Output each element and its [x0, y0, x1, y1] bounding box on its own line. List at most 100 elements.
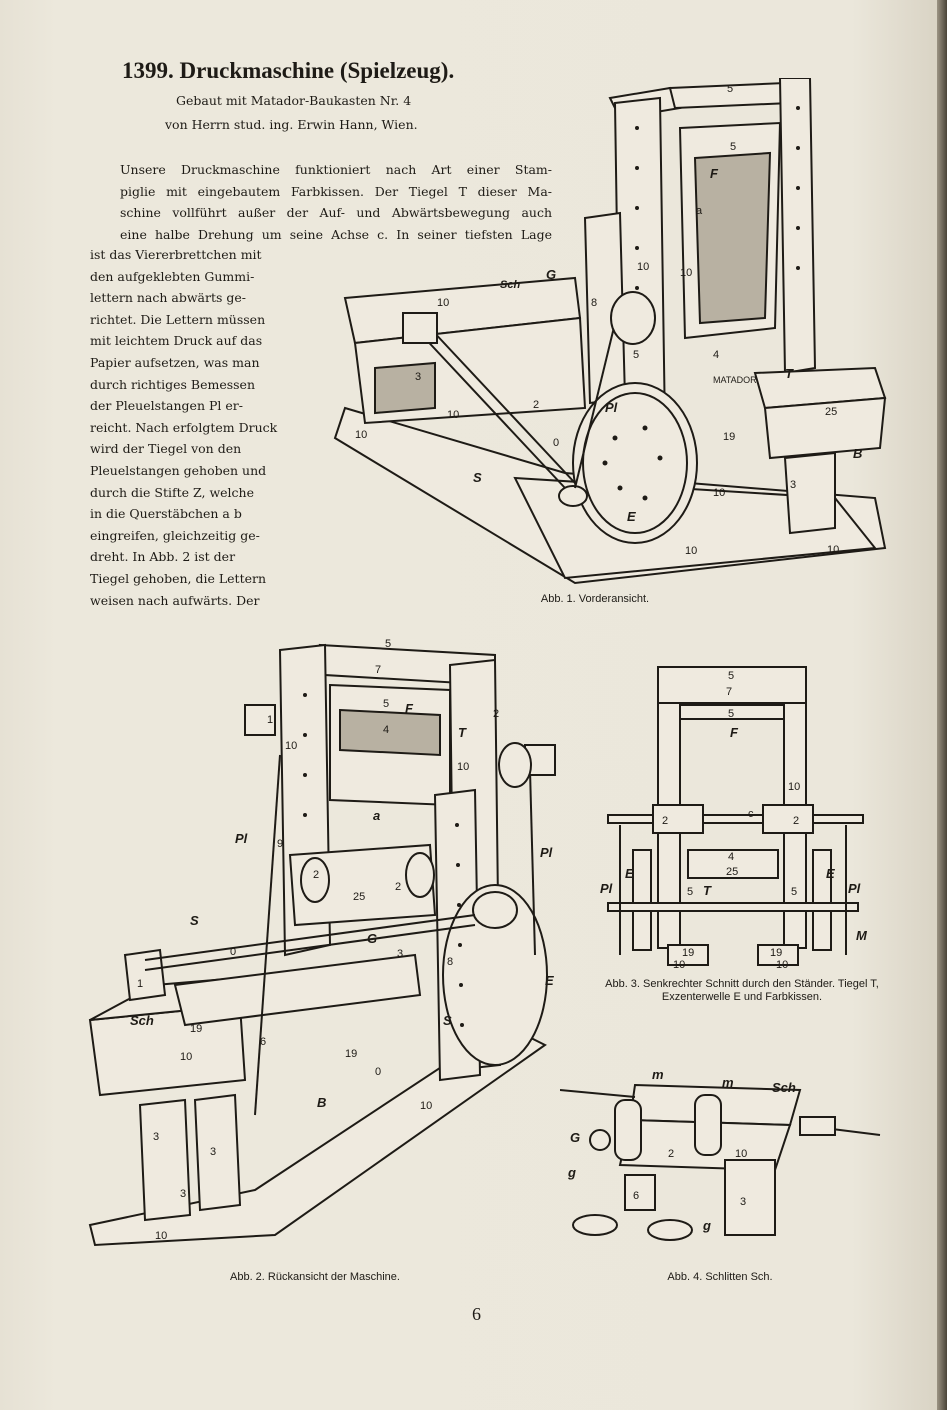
svg-text:Pl: Pl	[235, 831, 248, 846]
front-view-drawing: 5 5 F a 10 Sch G 10 8 10 5 4 T MATADOR P…	[333, 78, 887, 585]
figure-back-view: 5 7 5 F 4 T 1 10 2 10 a Pl Pl 9 2 2 25 S…	[85, 625, 565, 1265]
svg-text:5: 5	[633, 349, 639, 361]
figure-front-view: 5 5 F a 10 Sch G 10 8 10 5 4 T MATADOR P…	[315, 78, 895, 588]
book-spine-edge	[937, 0, 947, 1410]
text-line: eine halbe Drehung um seine Achse c. In …	[120, 226, 552, 242]
leg-right	[193, 1093, 242, 1212]
crankshaft	[607, 814, 864, 824]
svg-text:10: 10	[180, 1051, 192, 1063]
gear-wheel	[610, 291, 656, 345]
spool-right	[647, 1219, 693, 1241]
roller-left	[614, 1099, 642, 1161]
svg-text:4: 4	[713, 349, 719, 361]
body-text-wide: Unsere Druckmaschine funktioniert nach A…	[120, 159, 552, 245]
lower-shaft	[607, 902, 859, 912]
svg-text:25: 25	[353, 891, 365, 903]
svg-text:25: 25	[726, 866, 738, 878]
svg-text:10: 10	[155, 1230, 167, 1242]
svg-text:4: 4	[383, 724, 389, 736]
svg-text:5: 5	[383, 698, 389, 710]
caption-figure-3: Abb. 3. Senkrechter Schnitt durch den St…	[605, 978, 879, 1003]
eccentric-right	[812, 849, 832, 951]
svg-text:10: 10	[680, 267, 692, 279]
svg-text:0: 0	[375, 1066, 381, 1078]
tower-right-post	[778, 78, 817, 375]
crank-hub	[558, 485, 588, 507]
text-line: den aufgeklebten Gummi-	[90, 268, 255, 284]
svg-text:S: S	[190, 913, 199, 928]
text-line: Unsere Druckmaschine funktioniert nach A…	[120, 162, 552, 177]
text-line: wird der Tiegel von den	[90, 441, 242, 457]
svg-text:3: 3	[180, 1188, 186, 1200]
svg-text:E: E	[545, 973, 554, 988]
svg-text:6: 6	[260, 1036, 266, 1048]
text-line: der Pleuelstangen Pl er-	[90, 398, 243, 414]
sled	[173, 953, 422, 1027]
rod-s	[144, 914, 476, 961]
flywheel-hub	[472, 891, 518, 929]
text-line: richtet. Die Lettern müssen	[90, 311, 266, 327]
svg-text:Sch: Sch	[500, 279, 520, 291]
svg-text:F: F	[730, 725, 739, 740]
svg-text:19: 19	[190, 1023, 202, 1035]
svg-text:3: 3	[210, 1146, 216, 1158]
svg-text:2: 2	[793, 815, 799, 827]
platen-wheel-right	[405, 852, 435, 898]
foot-left	[667, 944, 709, 966]
svg-text:5: 5	[728, 670, 734, 682]
text-line: schine vollführt außer der Auf- und Abwä…	[120, 205, 552, 221]
svg-text:Pl: Pl	[600, 881, 613, 896]
svg-text:G: G	[367, 931, 377, 946]
svg-text:8: 8	[447, 956, 453, 968]
svg-text:g: g	[567, 1165, 576, 1180]
svg-text:10: 10	[685, 545, 697, 557]
svg-text:10: 10	[437, 297, 449, 309]
bearing-left	[652, 804, 704, 834]
body-text-narrow: ist das Viererbrettchen mit den aufgekle…	[90, 244, 290, 611]
svg-text:7: 7	[375, 664, 381, 676]
flywheel-rim	[582, 392, 688, 534]
text-line: piglie mit eingebautem Farbkissen. Der T…	[120, 183, 552, 199]
text-line: durch die Stifte Z, welche	[90, 484, 254, 500]
svg-text:3: 3	[740, 1196, 746, 1208]
svg-text:25: 25	[825, 406, 837, 418]
svg-text:c: c	[748, 808, 754, 820]
svg-text:2: 2	[313, 869, 319, 881]
svg-text:B: B	[853, 446, 862, 461]
svg-text:T: T	[458, 725, 467, 740]
svg-text:10: 10	[673, 959, 685, 971]
svg-text:5: 5	[385, 638, 391, 650]
svg-text:F: F	[405, 701, 414, 716]
article-subtitle-builder: Gebaut mit Matador-Baukasten Nr. 4	[176, 93, 412, 108]
svg-text:G: G	[546, 267, 556, 282]
svg-text:10: 10	[788, 781, 800, 793]
text-line: Tiegel gehoben, die Lettern	[90, 570, 267, 586]
svg-text:5: 5	[727, 83, 733, 95]
svg-text:Pl: Pl	[848, 881, 861, 896]
table-leg	[783, 451, 836, 535]
ink-pad	[339, 708, 441, 757]
figure-sled: m m Sch G 2 10 g 6 g 3	[560, 1065, 885, 1265]
svg-text:Sch: Sch	[130, 1013, 154, 1028]
flywheel	[442, 884, 548, 1066]
svg-text:5: 5	[791, 886, 797, 898]
table-front	[763, 396, 887, 460]
sled-axle-left	[560, 1089, 636, 1098]
leg-left	[138, 1098, 192, 1222]
pulley-g	[589, 1129, 611, 1151]
svg-text:M: M	[856, 928, 868, 943]
caption-figure-1: Abb. 1. Vorderansicht.	[540, 593, 650, 605]
svg-text:10: 10	[637, 261, 649, 273]
svg-text:19: 19	[682, 947, 694, 959]
caption-figure-2: Abb. 2. Rückansicht der Maschine.	[230, 1271, 400, 1283]
svg-text:10: 10	[713, 487, 725, 499]
text-line: ist das Viererbrettchen mit	[90, 247, 262, 262]
rod-block-left	[244, 704, 276, 736]
eccentric-left	[632, 849, 652, 951]
spool-left	[572, 1214, 618, 1236]
svg-text:10: 10	[776, 959, 788, 971]
text-line: lettern nach abwärts ge-	[90, 290, 246, 306]
text-line: mit leichtem Druck auf das	[90, 333, 263, 349]
rod-pl-right	[529, 769, 536, 956]
